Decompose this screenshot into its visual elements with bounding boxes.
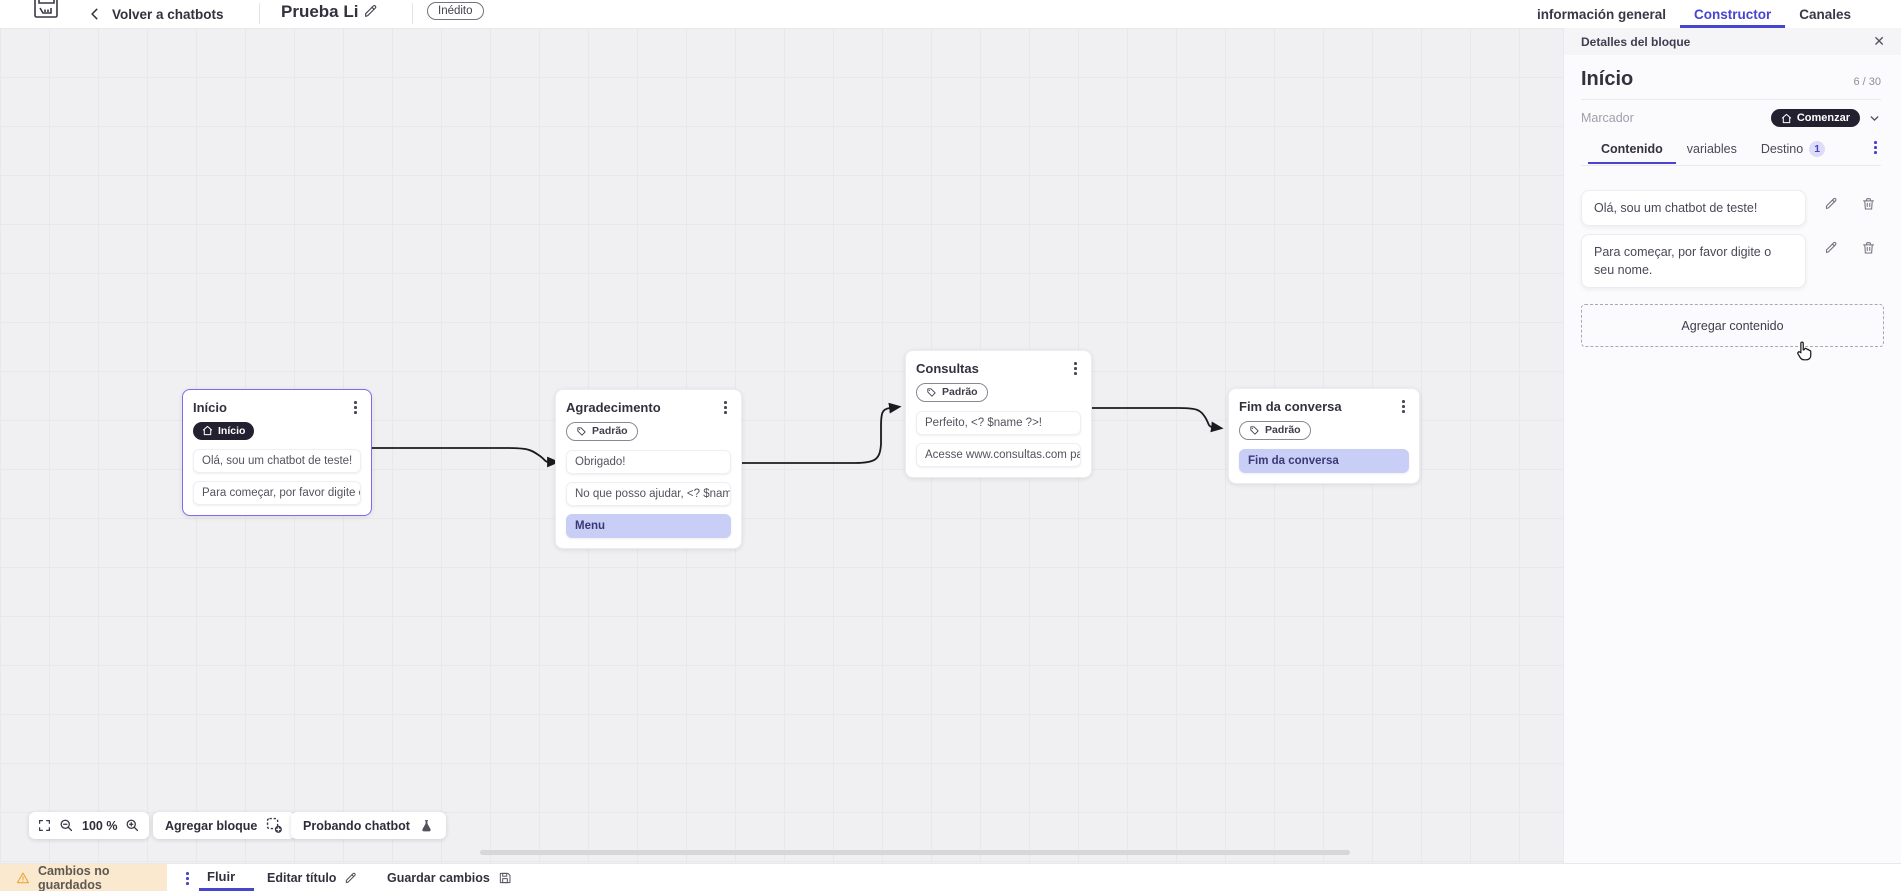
node-agradecimento[interactable]: Agradecimento Padrão Obrigado! No que po… (555, 389, 742, 549)
marker-label: Marcador (1581, 111, 1634, 125)
back-label: Volver a chatbots (112, 6, 224, 22)
back-to-chatbots[interactable]: Volver a chatbots (88, 0, 224, 28)
active-tab-underline (199, 888, 254, 891)
divider (1581, 99, 1881, 100)
delete-content-icon[interactable] (1861, 196, 1876, 217)
close-icon[interactable]: ✕ (1873, 33, 1885, 49)
tag-icon (1250, 426, 1259, 435)
zoom-out-button[interactable] (59, 818, 74, 833)
node-action-card[interactable]: Fim da conversa (1239, 448, 1409, 473)
home-icon (202, 426, 213, 436)
tab-contenido[interactable]: Contenido (1588, 142, 1676, 164)
panel-title: Detalles del bloque (1581, 34, 1691, 49)
bottom-bar: Cambios no guardados Fluir Editar título… (0, 863, 1901, 891)
node-message-card[interactable]: Olá, sou um chatbot de teste! (193, 449, 361, 474)
node-fim-da-conversa[interactable]: Fim da conversa Padrão Fim da conversa (1228, 388, 1420, 484)
flow-menu-icon[interactable] (182, 870, 193, 887)
tag-icon (577, 427, 586, 436)
pencil-icon (346, 872, 357, 884)
edit-content-icon[interactable] (1824, 196, 1839, 217)
panel-header: Detalles del bloque ✕ (1564, 28, 1901, 55)
destino-count-badge: 1 (1809, 141, 1826, 157)
node-title: Consultas (916, 360, 979, 376)
marker-value-pill: Comenzar (1770, 109, 1860, 127)
add-block-icon (267, 817, 283, 833)
chevron-left-icon (91, 8, 98, 20)
tab-destino[interactable]: Destino 1 (1761, 141, 1826, 165)
status-badge: Inédito (427, 2, 484, 20)
app-logo-icon (33, 0, 60, 27)
fullscreen-button[interactable] (38, 819, 51, 832)
node-type-badge: Padrão (916, 382, 988, 402)
node-menu-icon[interactable] (720, 399, 731, 416)
tab-informacion-general[interactable]: información general (1536, 6, 1666, 22)
node-message-card[interactable]: Obrigado! (566, 449, 731, 474)
save-icon (499, 872, 511, 884)
node-message-card[interactable]: Perfeito, <? $name ?>! (916, 410, 1081, 435)
edit-content-icon[interactable] (1824, 240, 1839, 261)
zoom-in-button[interactable] (125, 818, 140, 833)
node-message-card[interactable]: Para começar, por favor digite o ... (193, 481, 361, 506)
node-consultas[interactable]: Consultas Padrão Perfeito, <? $name ?>! … (905, 350, 1092, 478)
test-chatbot-button[interactable]: Probando chatbot (291, 812, 446, 839)
save-changes-button[interactable]: Guardar cambios (387, 864, 512, 891)
edit-title-pencil-icon[interactable] (363, 3, 379, 24)
node-inicio[interactable]: Início Início Olá, sou um chatbot de tes… (182, 389, 372, 517)
tab-canales[interactable]: Canales (1799, 6, 1851, 22)
flask-icon (422, 819, 431, 831)
builder-tabs: información general Constructor Canales (1523, 0, 1865, 28)
divider (412, 3, 413, 24)
node-message-card[interactable]: Acesse www.consultas.com par... (916, 442, 1081, 467)
content-item[interactable]: Para começar, por favor digite o seu nom… (1581, 234, 1806, 288)
node-start-badge: Início (193, 421, 255, 440)
divider (1581, 165, 1881, 166)
home-icon (1781, 113, 1791, 123)
unsaved-label: Cambios no guardados (37, 864, 110, 891)
add-block-label: Agregar bloque (165, 818, 258, 833)
edge-consultas-fim (1091, 407, 1224, 433)
tab-variables[interactable]: variables (1686, 142, 1737, 156)
edge-agradecimento-consultas (741, 402, 902, 464)
panel-tabs: Contenido variables Destino 1 (1581, 141, 1881, 165)
edge-inicio-agradecimento (371, 447, 560, 468)
add-block-button[interactable]: Agregar bloque (153, 812, 296, 839)
flow-canvas[interactable]: Início Início Olá, sou um chatbot de tes… (0, 28, 1563, 863)
node-title: Agradecimento (566, 399, 661, 415)
delete-content-icon[interactable] (1861, 240, 1876, 261)
chatbot-title: Prueba Li (281, 2, 359, 21)
node-title: Início (193, 399, 227, 415)
node-type-badge: Padrão (1239, 420, 1311, 440)
zoom-controls: 100 % (29, 812, 150, 839)
tag-icon (927, 388, 936, 397)
tab-constructor[interactable]: Constructor (1679, 0, 1786, 28)
top-bar: Volver a chatbots Prueba Li Inédito info… (0, 0, 1901, 28)
node-type-badge: Padrão (566, 421, 638, 441)
test-chatbot-label: Probando chatbot (303, 818, 410, 833)
marker-select[interactable]: Comenzar (1770, 109, 1881, 127)
content-item[interactable]: Olá, sou um chatbot de teste! (1581, 190, 1806, 226)
zoom-level: 100 % (82, 818, 118, 833)
node-menu-icon[interactable] (1398, 398, 1409, 415)
tab-fluir[interactable]: Fluir (207, 869, 236, 884)
node-menu-icon[interactable] (1070, 360, 1081, 377)
chevron-down-icon (1870, 115, 1879, 121)
warning-icon (16, 872, 30, 884)
flow-edges (371, 402, 1224, 468)
node-title: Fim da conversa (1239, 398, 1342, 414)
add-content-button[interactable]: Agregar contenido (1581, 304, 1884, 347)
char-counter: 6 / 30 (1853, 76, 1881, 88)
panel-menu-icon[interactable] (1870, 139, 1881, 156)
node-menu-icon[interactable] (350, 399, 361, 416)
edit-title-button[interactable]: Editar título (267, 864, 358, 891)
node-message-card[interactable]: No que posso ajudar, <? $name ... (566, 481, 731, 506)
block-name: Início (1581, 68, 1634, 90)
unsaved-changes-chip: Cambios no guardados (0, 864, 167, 891)
block-details-panel: Detalles del bloque ✕ Início 6 / 30 Marc… (1563, 28, 1901, 877)
node-action-card[interactable]: Menu (566, 513, 731, 538)
horizontal-scrollbar[interactable] (480, 850, 1350, 855)
divider (259, 3, 260, 24)
